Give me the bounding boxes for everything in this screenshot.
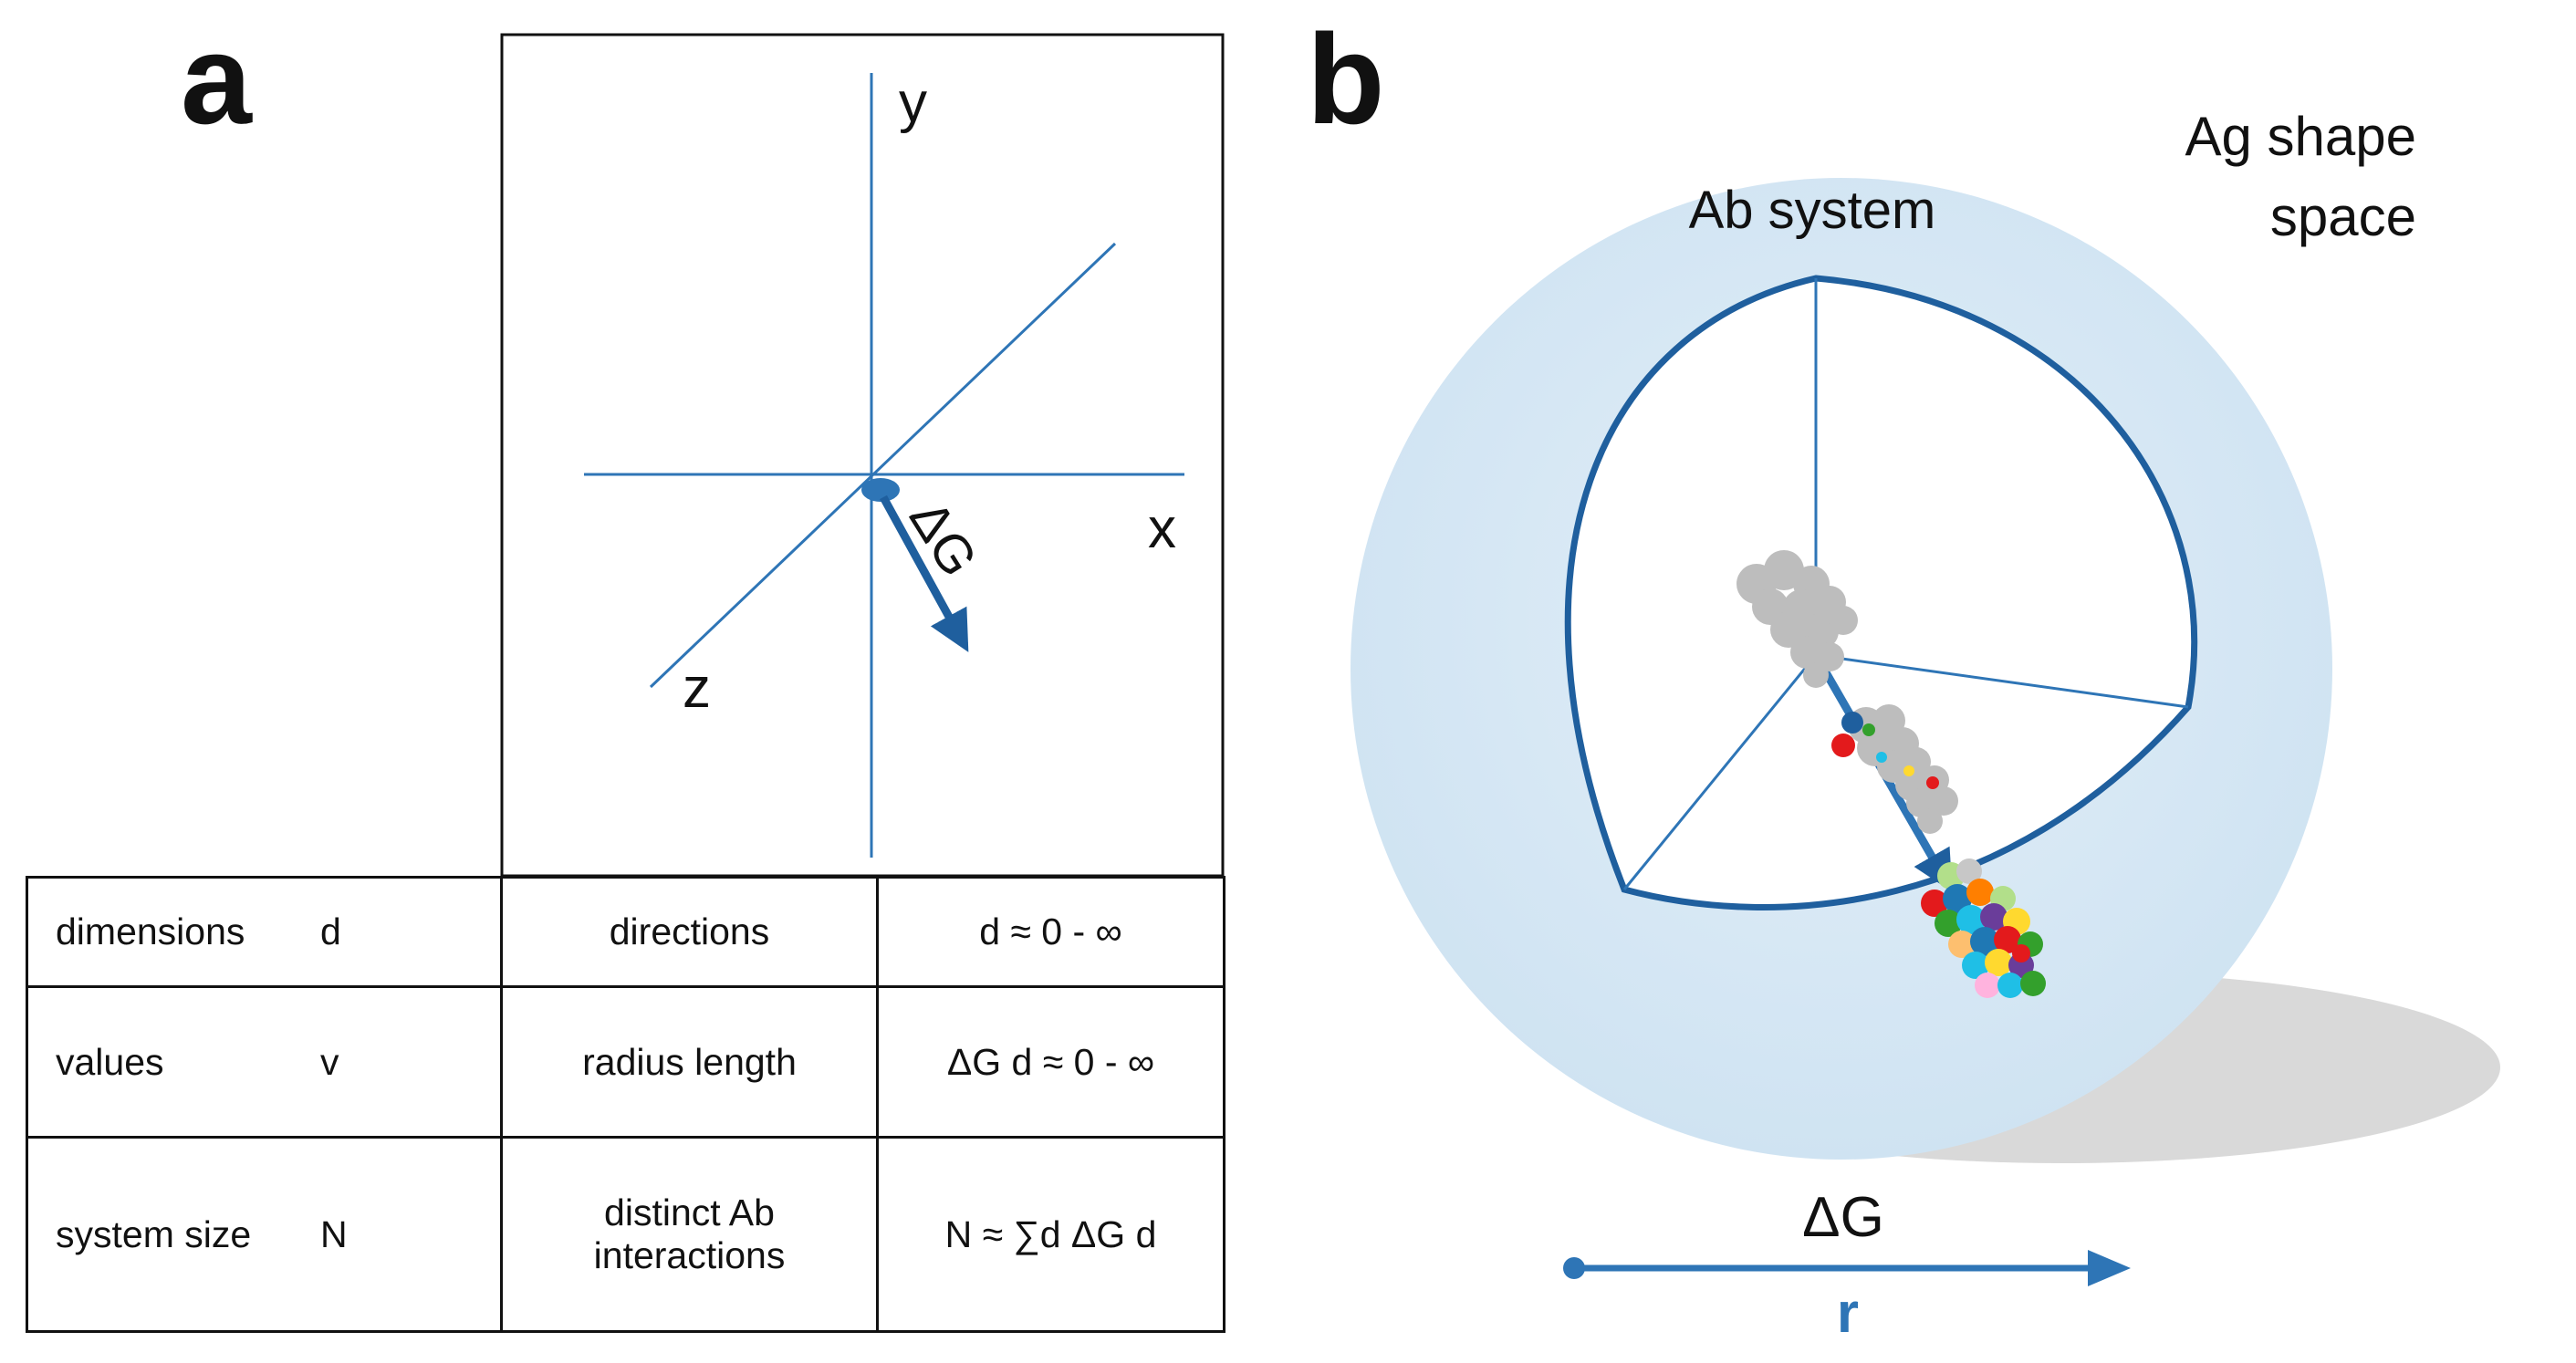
- coordinate-axes: [584, 73, 1184, 858]
- range-cell: N ≈ ∑d ΔG d: [876, 1136, 1225, 1333]
- delta-g-vector-arrow: [880, 494, 969, 652]
- antigen-molecule: [1736, 550, 1858, 688]
- antibody-cluster-middle: [1831, 704, 1958, 834]
- shape-space-title-line1: Ag shape: [2185, 106, 2416, 167]
- meaning-line-2: interactions: [593, 1234, 786, 1276]
- delta-g-vector-label: ΔG: [898, 490, 989, 587]
- range-cell: d ≈ 0 - ∞: [876, 876, 1225, 988]
- x-axis-label: x: [1148, 497, 1176, 560]
- y-axis-label: y: [899, 71, 927, 134]
- symbol-text: v: [320, 1040, 339, 1083]
- axes-frame: [500, 33, 1225, 878]
- spoke-left: [1622, 654, 1818, 890]
- table-row: system size N distinct Ab interactions N …: [26, 1136, 1225, 1333]
- z-axis-line: [649, 242, 1117, 689]
- symbol-text: N: [320, 1212, 348, 1255]
- delta-g-axis-label: ΔG: [1802, 1186, 1884, 1249]
- term-text: dimensions: [56, 910, 245, 952]
- table-row: values v radius length ΔG d ≈ 0 - ∞: [26, 985, 1225, 1139]
- panel-a-label: a: [181, 7, 253, 151]
- symbol-text: d: [320, 910, 341, 952]
- shape-space-title-line2: space: [2270, 186, 2416, 247]
- term-cell: dimensions d: [26, 876, 503, 988]
- spoke-right: [1815, 653, 2189, 709]
- term-cell: system size N: [26, 1136, 503, 1333]
- ab-system-label: Ab system: [1689, 181, 1936, 240]
- origin-point: [861, 478, 900, 502]
- antibody-cluster-boundary: [1921, 858, 2046, 998]
- ab-system-boundary: [1564, 275, 2198, 910]
- panel-b-label: b: [1307, 7, 1385, 151]
- r-axis-arrowhead: [2088, 1250, 2131, 1286]
- term-cell: values v: [26, 985, 503, 1139]
- meaning-line-1: distinct Ab: [604, 1191, 775, 1233]
- meaning-cell: distinct Ab interactions: [500, 1136, 879, 1333]
- term-text: values: [56, 1040, 164, 1083]
- meaning-cell: directions: [500, 876, 879, 988]
- r-axis-symbol: r: [1837, 1282, 1859, 1345]
- term-text: system size: [56, 1212, 252, 1255]
- meaning-cell: radius length: [500, 985, 879, 1139]
- range-cell: ΔG d ≈ 0 - ∞: [876, 985, 1225, 1139]
- z-axis-label: z: [683, 657, 711, 720]
- table-row: dimensions d directions d ≈ 0 - ∞: [26, 876, 1225, 988]
